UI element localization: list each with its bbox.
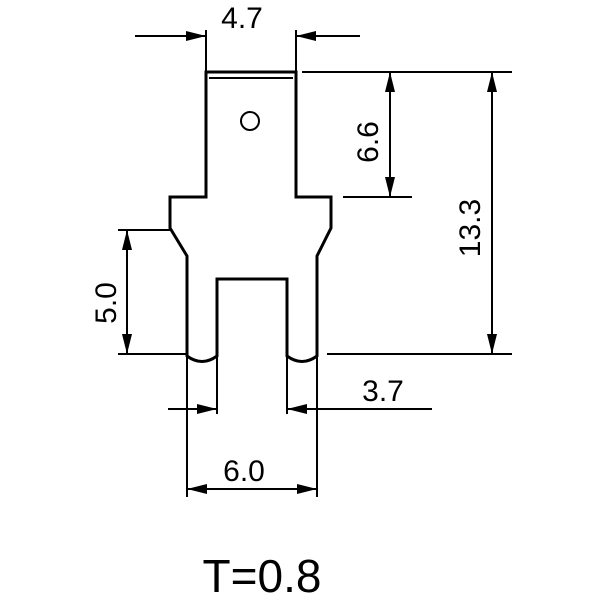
dim-bottom-width: 6.0 [186,356,318,497]
arrow-fork-bottom [122,334,132,354]
arrow-total-bottom [487,334,497,354]
arrow-upper-bottom [385,177,395,197]
terminal-outline [168,70,333,363]
arrow-bottom-right [297,484,317,494]
dim-top-width: 4.7 [135,2,360,72]
terminal-body-outline [168,70,333,363]
arrow-gap-left [197,404,217,414]
dim-gap-width: 3.7 [168,356,432,414]
arrow-total-top [487,72,497,92]
arrow-upper-top [385,72,395,92]
dim-label-fork-height: 5.0 [90,282,123,324]
dim-label-upper-height: 6.6 [352,121,385,163]
dim-total-height: 13.3 [327,72,512,355]
arrow-gap-right [287,404,307,414]
dim-label-top-width: 4.7 [221,2,263,35]
dim-label-total-height: 13.3 [454,199,487,257]
dim-label-gap-width: 3.7 [362,375,404,408]
arrow-top-left [186,31,206,41]
dim-fork-height: 5.0 [90,229,187,355]
dim-upper-height: 6.6 [302,71,512,198]
dim-label-bottom-width: 6.0 [223,455,265,488]
arrow-top-right [296,31,316,41]
arrow-fork-top [122,230,132,250]
arrow-bottom-left [187,484,207,494]
thickness-note: T=0.8 [203,550,322,600]
locking-hole [240,111,260,131]
